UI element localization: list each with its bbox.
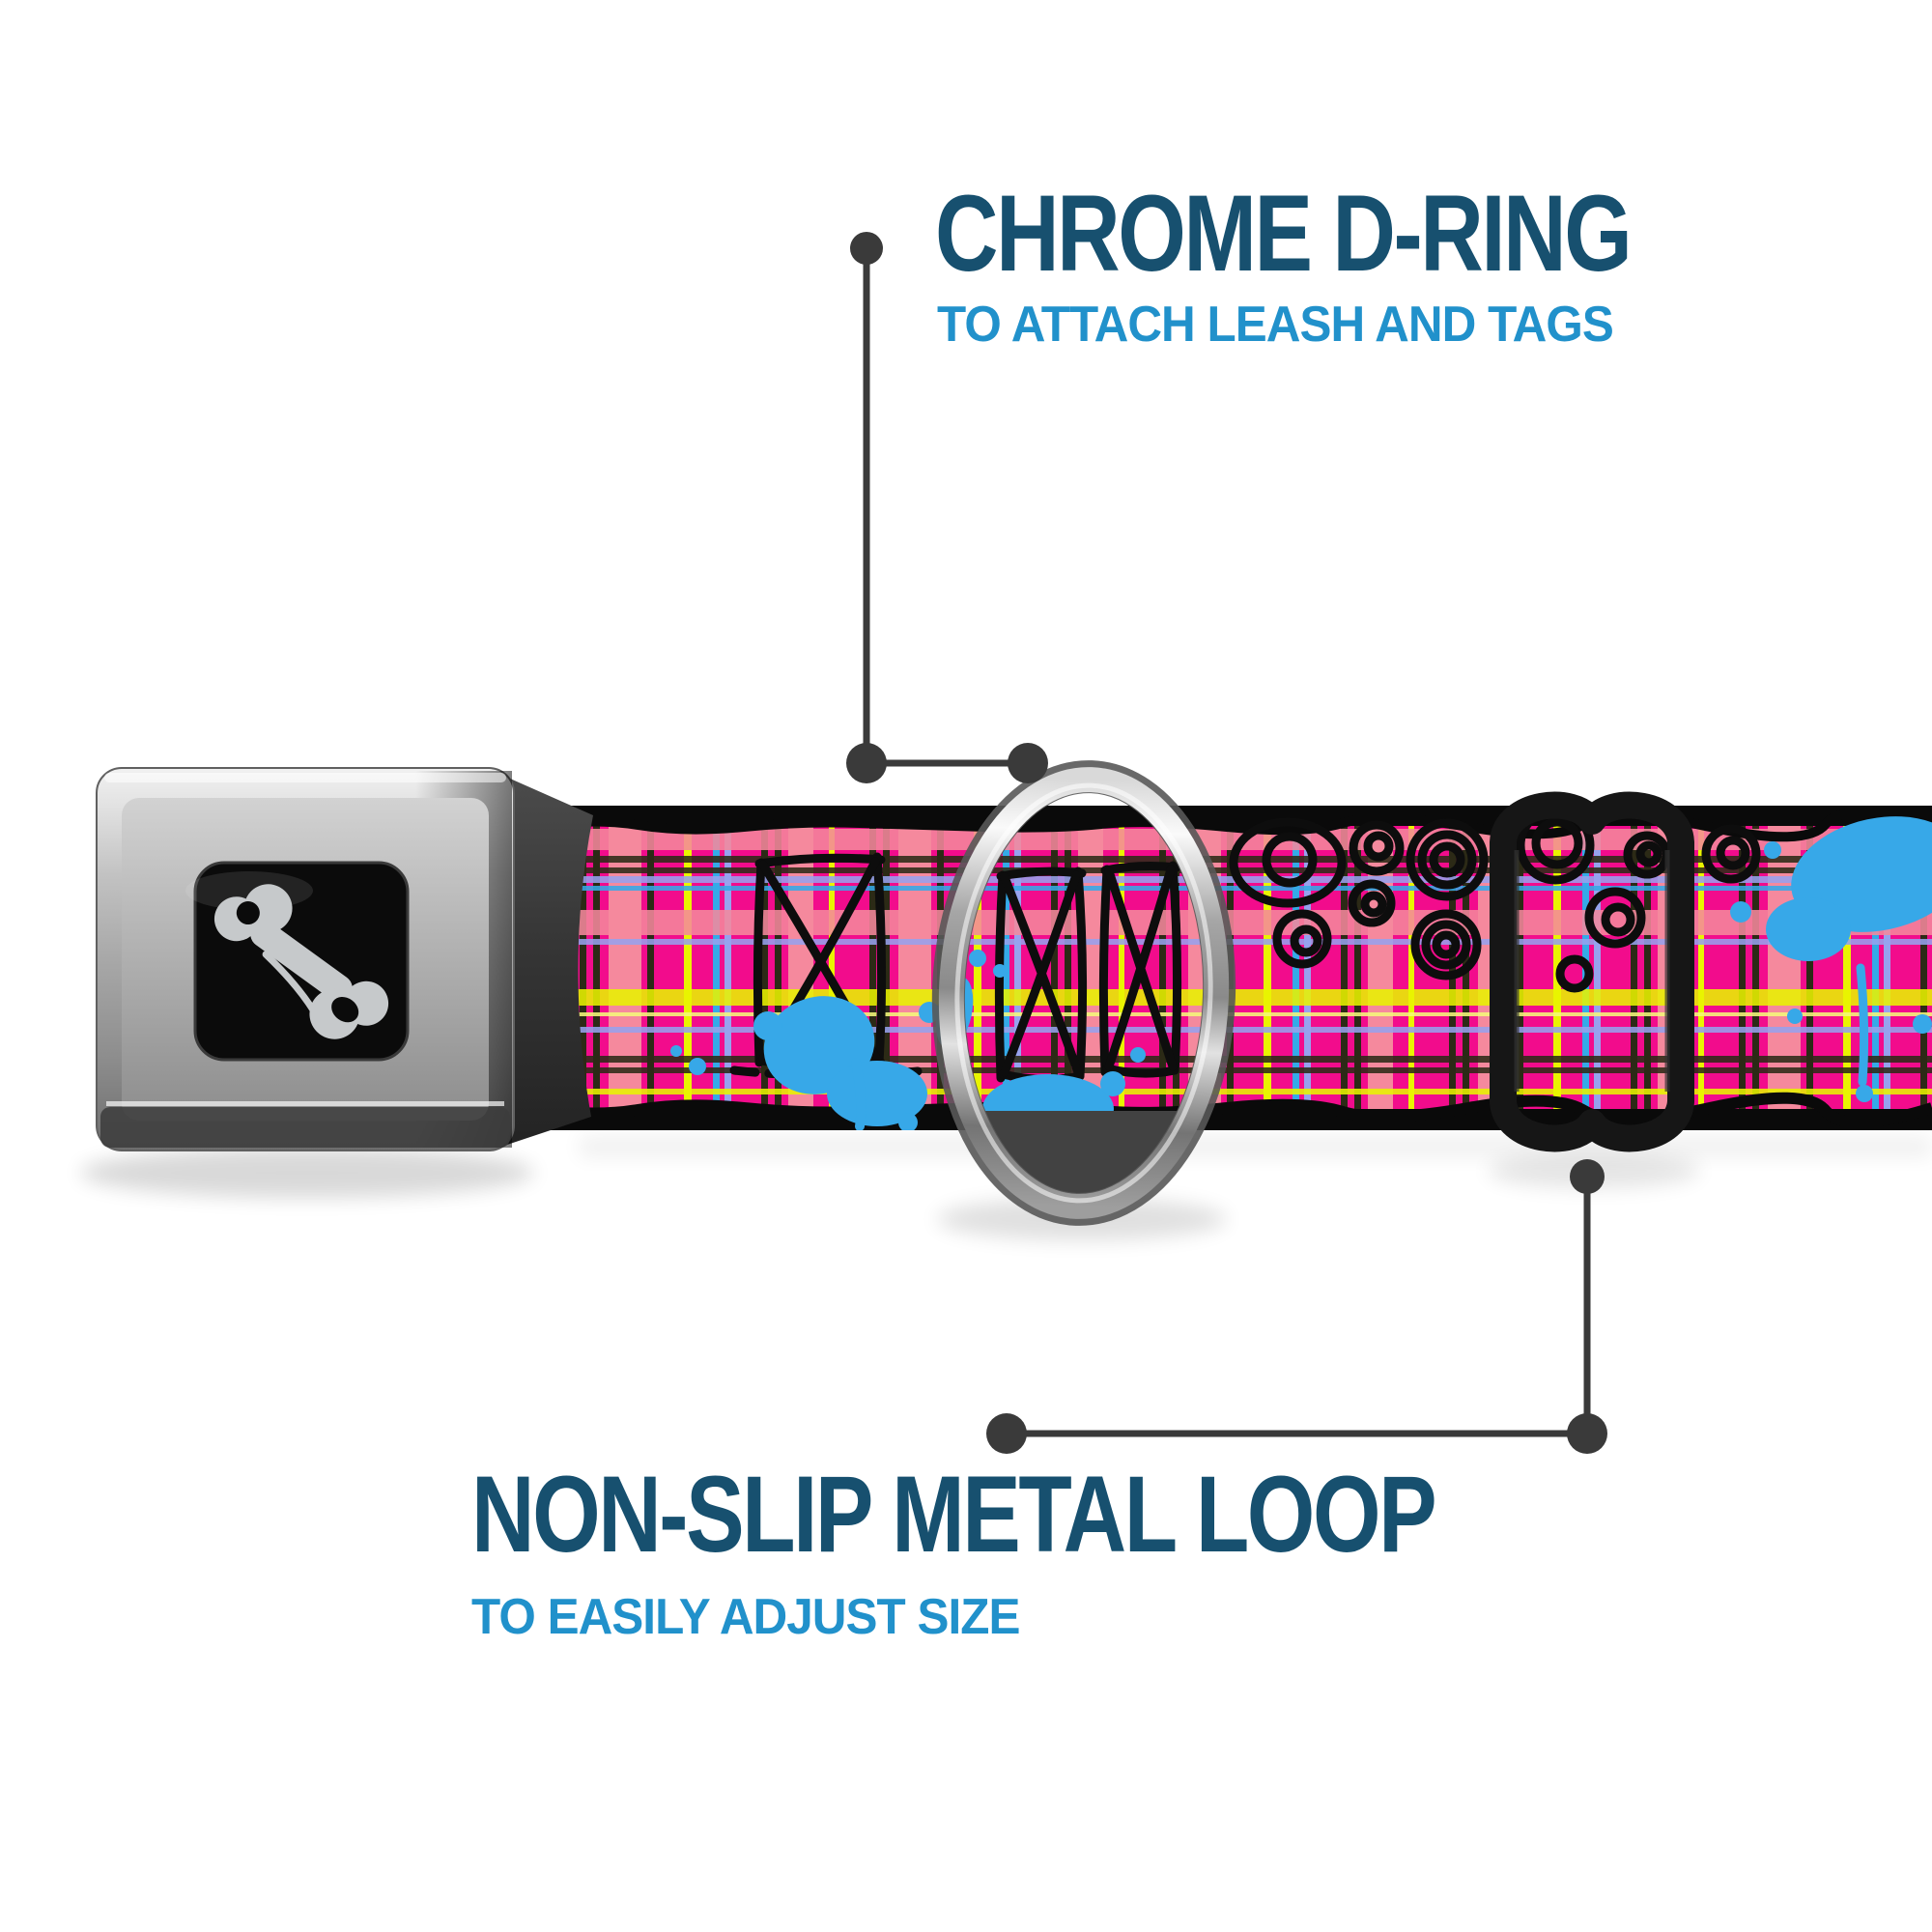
bottom-callout-pointer [986,1159,1607,1454]
bottom-callout-title: NON-SLIP METAL LOOP [471,1454,1437,1575]
top-callout-title: CHROME D-RING [935,173,1633,294]
d-ring-pointer-dot [1008,743,1048,783]
dog-bone-icon [213,884,389,1039]
chrome-d-ring [931,760,1236,1226]
slider-pointer-dot [1570,1159,1605,1194]
top-callout-dot [850,232,883,265]
top-callout-pointer [846,232,1048,783]
slider-loop [1490,791,1694,1152]
bottom-callout-dot [986,1413,1027,1454]
top-callout-subtitle: TO ATTACH LEASH AND TAGS [937,297,1614,353]
seatbelt-buckle [96,767,515,1151]
bottom-callout-subtitle: TO EASILY ADJUST SIZE [471,1589,1020,1645]
buckle-strap-connector [493,771,593,1150]
